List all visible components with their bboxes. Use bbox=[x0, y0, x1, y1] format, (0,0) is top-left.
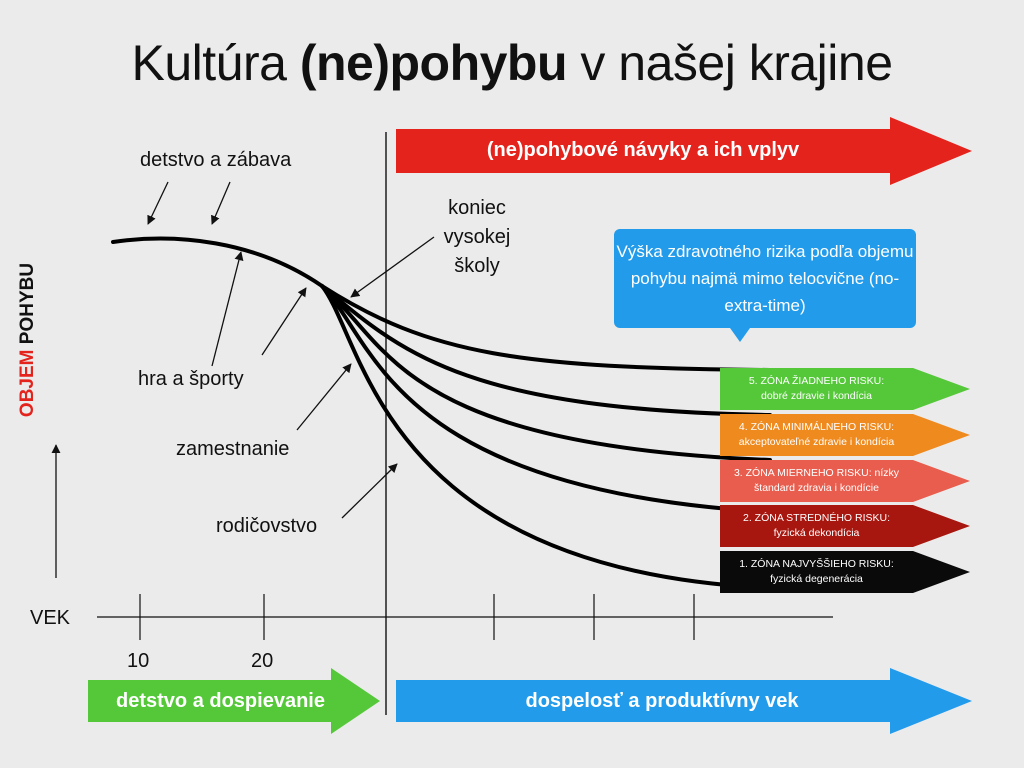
zone-label-2: 2. ZÓNA STREDNÉHO RISKU: fyzická dekondíc… bbox=[720, 511, 913, 541]
annotation-parenthood: rodičovstvo bbox=[216, 515, 318, 537]
zone-arrow-1 bbox=[720, 551, 970, 593]
arrow-parenthood bbox=[341, 463, 398, 519]
x-tick-label: 20 bbox=[251, 650, 274, 672]
zone-label-1: 1. ZÓNA NAJVYŠŠIEHO RISKU: fyzická degene… bbox=[720, 557, 913, 587]
banner-bottom-right-arrow bbox=[396, 668, 972, 734]
annotation-childhood-fun: detstvo a zábava bbox=[140, 149, 292, 171]
annotation-high-school-end: koniec vysokej školy bbox=[440, 194, 514, 281]
zone-label-line1: 5. ZÓNA ŽIADNEHO RISKU: bbox=[748, 375, 885, 387]
arrow-childhood-2 bbox=[211, 181, 231, 225]
zone-label-line2: dobré zdravie i kondícia bbox=[761, 390, 872, 402]
zone-arrow-4 bbox=[720, 414, 970, 456]
y-axis-label-dark: POHYBU bbox=[17, 262, 38, 350]
arrow-play-1 bbox=[211, 251, 244, 367]
banner-top-arrow bbox=[396, 117, 972, 185]
banner-bottom-left-arrow bbox=[88, 668, 380, 734]
zone-label-line2: fyzická dekondícia bbox=[773, 527, 860, 539]
annotation-employment: zamestnanie bbox=[176, 438, 290, 460]
zone-label-line1: 1. ZÓNA NAJVYŠŠIEHO RISKU: bbox=[739, 558, 894, 570]
arrow-employment bbox=[296, 363, 352, 431]
zone-label-line1: 3. ZÓNA MIERNEHO RISKU: nízky bbox=[733, 467, 900, 479]
curve-zone-4 bbox=[320, 284, 772, 417]
arrow-school-end bbox=[350, 236, 435, 298]
x-axis-label: VEK bbox=[30, 607, 71, 629]
zone-label-line2: štandard zdravia i kondície bbox=[754, 482, 879, 494]
curve-zone-2 bbox=[320, 284, 772, 514]
curve-common bbox=[111, 236, 324, 288]
annotation-line: vysokej bbox=[443, 226, 511, 248]
title-part3: v našej krajine bbox=[567, 35, 893, 91]
callout-box: Výška zdravotného rizika podľa objemu po… bbox=[614, 229, 916, 342]
y-axis-label-red: OBJEM bbox=[17, 349, 38, 418]
zone-arrow-5 bbox=[720, 368, 970, 410]
zone-label-4: 4. ZÓNA MINIMÁLNEHO RISKU: akceptovateľné… bbox=[720, 420, 913, 450]
zone-label-line2: akceptovateľné zdravie i kondícia bbox=[738, 436, 895, 448]
zone-arrow-3 bbox=[720, 460, 970, 502]
zone-label-5: 5. ZÓNA ŽIADNEHO RISKU: dobré zdravie i k… bbox=[720, 374, 913, 404]
zone-label-line1: 4. ZÓNA MINIMÁLNEHO RISKU: bbox=[738, 421, 895, 433]
annotation-line: školy bbox=[454, 255, 500, 277]
x-tick-label: 10 bbox=[127, 650, 150, 672]
banner-bottom-left-text: detstvo a dospievanie bbox=[116, 690, 325, 712]
annotation-line: koniec bbox=[448, 197, 506, 219]
banner-bottom-right-text: dospelosť a produktívny vek bbox=[525, 690, 799, 712]
zone-arrow-2 bbox=[720, 505, 970, 547]
title-part2: (ne)pohybu bbox=[299, 35, 568, 91]
zone-label-line1: 2. ZÓNA STREDNÉHO RISKU: bbox=[742, 512, 891, 524]
arrow-childhood-1 bbox=[147, 181, 169, 225]
zone-label-line2: fyzická degenerácia bbox=[770, 573, 863, 585]
curve-zone-5 bbox=[320, 284, 772, 372]
arrow-play-2 bbox=[261, 287, 307, 356]
page-title: Kultúra (ne)pohybu v našej krajine bbox=[0, 34, 1024, 92]
zone-label-3: 3. ZÓNA MIERNEHO RISKU: nízky štandard zd… bbox=[720, 466, 913, 496]
curve-zone-1 bbox=[320, 284, 772, 590]
banner-top-text: (ne)pohybové návyky a ich vplyv bbox=[486, 139, 800, 161]
annotation-play-sports: hra a športy bbox=[138, 368, 244, 390]
curve-zone-3 bbox=[320, 284, 772, 462]
title-part1: Kultúra bbox=[131, 35, 300, 91]
